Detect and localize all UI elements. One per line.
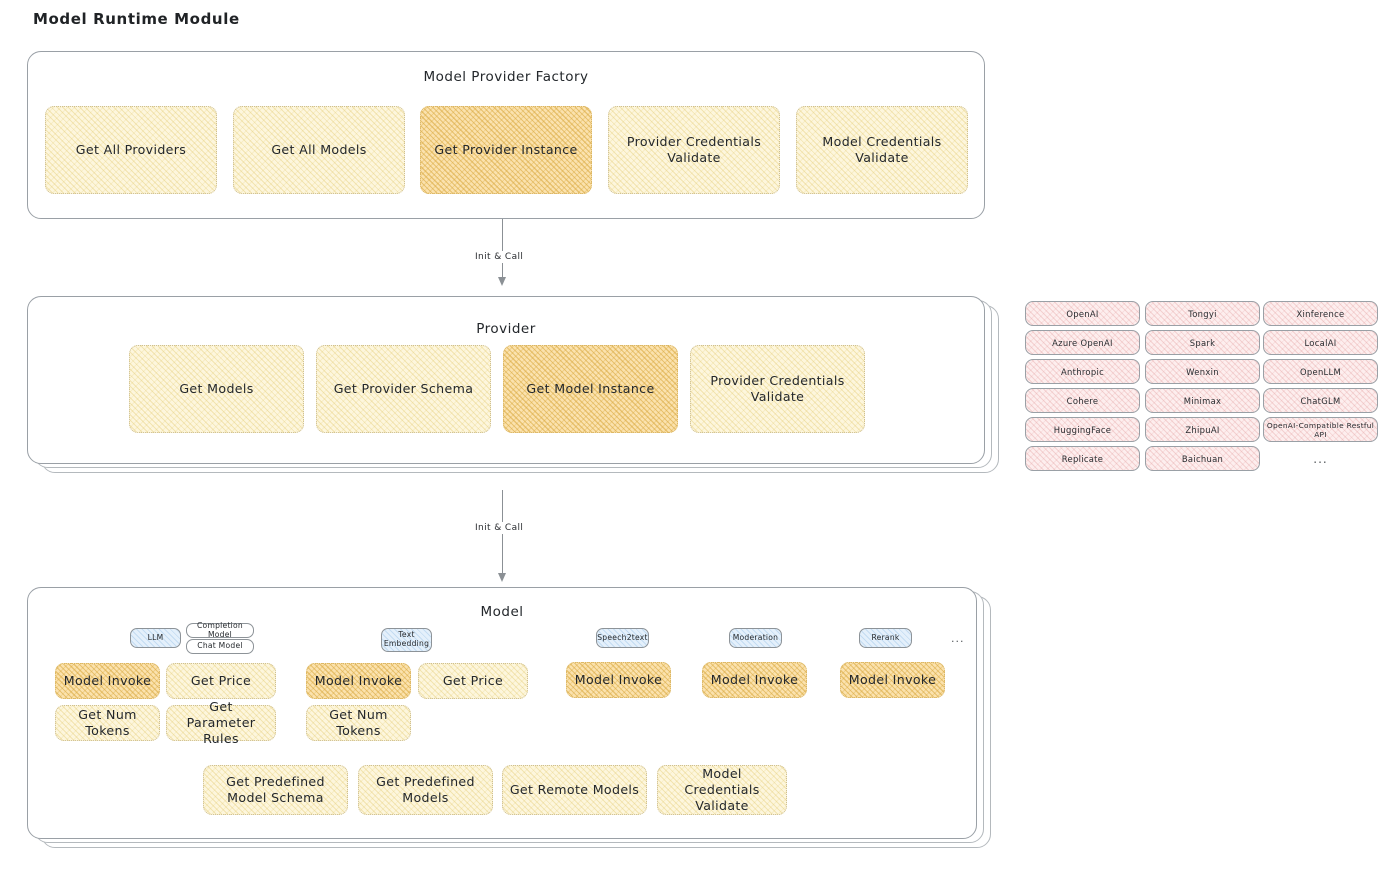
provider-pill-azure-openai[interactable]: Azure OpenAI [1025, 330, 1140, 355]
arrow-1-head [498, 277, 506, 286]
model-badge-text-embedding[interactable]: Text Embedding [381, 628, 432, 652]
provider-pill-baichuan[interactable]: Baichuan [1145, 446, 1260, 471]
factory-box-get-provider-instance[interactable]: Get Provider Instance [420, 106, 592, 194]
llm-method-get-parameter-rules[interactable]: Get Parameter Rules [166, 699, 276, 746]
provider-pill-openai-compatible-restful-api[interactable]: OpenAI-Compatible Restful API [1263, 417, 1378, 442]
llm-method-model-invoke[interactable]: Model Invoke [55, 663, 160, 699]
provider-pill-tongyi[interactable]: Tongyi [1145, 301, 1260, 326]
model-common-get-predefined-model-schema[interactable]: Get Predefined Model Schema [203, 765, 348, 815]
factory-box-get-all-models[interactable]: Get All Models [233, 106, 405, 194]
provider-pill-minimax[interactable]: Minimax [1145, 388, 1260, 413]
provider-box-get-model-instance[interactable]: Get Model Instance [503, 345, 678, 433]
provider-pill-openllm[interactable]: OpenLLM [1263, 359, 1378, 384]
factory-box-model-credentials-validate[interactable]: Model Credentials Validate [796, 106, 968, 194]
arrow-1-label: Init & Call [471, 251, 528, 263]
arrow-1-line [502, 219, 504, 281]
model-badge-completion-model[interactable]: Completion Model [186, 621, 254, 638]
model-common-get-remote-models[interactable]: Get Remote Models [502, 765, 647, 815]
provider-pill-spark[interactable]: Spark [1145, 330, 1260, 355]
model-badge-moderation[interactable]: Moderation [729, 628, 782, 648]
arrow-2-head [498, 573, 506, 582]
provider-list-ellipsis: ... [1313, 452, 1328, 466]
provider-box-get-provider-schema[interactable]: Get Provider Schema [316, 345, 491, 433]
llm-method-get-price[interactable]: Get Price [166, 663, 276, 699]
provider-title: Provider [476, 321, 536, 337]
page-title: Model Runtime Module [33, 10, 240, 28]
model-common-model-credentials-validate[interactable]: Model Credentials Validate [657, 765, 787, 815]
provider-pill-xinference[interactable]: Xinference [1263, 301, 1378, 326]
text-embedding-method-get-price[interactable]: Get Price [418, 663, 528, 699]
model-badge-llm[interactable]: LLM [130, 628, 181, 648]
provider-pill-huggingface[interactable]: HuggingFace [1025, 417, 1140, 442]
provider-box-get-models[interactable]: Get Models [129, 345, 304, 433]
provider-pill-cohere[interactable]: Cohere [1025, 388, 1140, 413]
arrow-2-line [502, 490, 504, 578]
model-common-get-predefined-models[interactable]: Get Predefined Models [358, 765, 493, 815]
factory-box-get-all-providers[interactable]: Get All Providers [45, 106, 217, 194]
moderation-method-model-invoke[interactable]: Model Invoke [702, 662, 807, 698]
arrow-2-label: Init & Call [471, 522, 528, 534]
text-embedding-method-get-num-tokens[interactable]: Get Num Tokens [306, 705, 411, 741]
model-badge-speech2text[interactable]: Speech2text [596, 628, 649, 648]
model-provider-factory-title: Model Provider Factory [423, 69, 589, 85]
model-badge-chat-model[interactable]: Chat Model [186, 639, 254, 654]
llm-method-get-num-tokens[interactable]: Get Num Tokens [55, 705, 160, 741]
provider-pill-wenxin[interactable]: Wenxin [1145, 359, 1260, 384]
provider-pill-localai[interactable]: LocalAI [1263, 330, 1378, 355]
provider-pill-openai[interactable]: OpenAI [1025, 301, 1140, 326]
provider-pill-anthropic[interactable]: Anthropic [1025, 359, 1140, 384]
model-badge-rerank[interactable]: Rerank [859, 628, 912, 648]
text-embedding-method-model-invoke[interactable]: Model Invoke [306, 663, 411, 699]
rerank-method-model-invoke[interactable]: Model Invoke [840, 662, 945, 698]
model-types-ellipsis: ... [951, 632, 965, 645]
provider-box-provider-credentials-validate[interactable]: Provider Credentials Validate [690, 345, 865, 433]
provider-pill-zhipuai[interactable]: ZhipuAI [1145, 417, 1260, 442]
factory-box-provider-credentials-validate[interactable]: Provider Credentials Validate [608, 106, 780, 194]
model-title: Model [480, 604, 524, 620]
provider-pill-replicate[interactable]: Replicate [1025, 446, 1140, 471]
speech2text-method-model-invoke[interactable]: Model Invoke [566, 662, 671, 698]
provider-pill-chatglm[interactable]: ChatGLM [1263, 388, 1378, 413]
